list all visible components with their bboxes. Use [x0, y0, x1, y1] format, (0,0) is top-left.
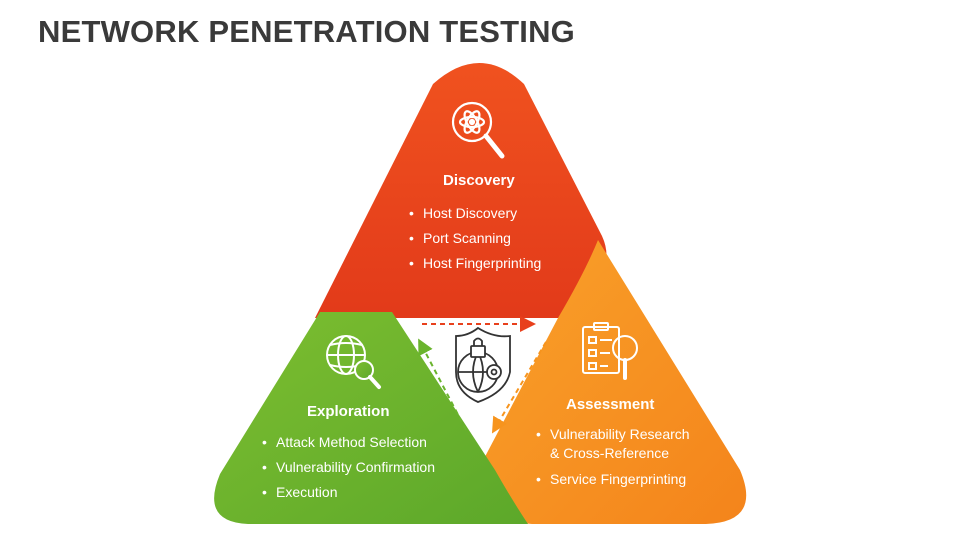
assessment-heading: Assessment	[566, 396, 655, 413]
discovery-list: Host Discovery Port Scanning Host Finger…	[409, 205, 541, 272]
discovery-item-host-fingerprinting: Host Fingerprinting	[409, 255, 541, 272]
shield-lock-globe-gear-icon	[455, 326, 511, 403]
page-title: NETWORK PENETRATION TESTING	[38, 14, 575, 49]
exploration-list: Attack Method Selection Vulnerability Co…	[262, 434, 435, 501]
checklist-magnifier-icon	[582, 322, 638, 380]
assessment-list: Vulnerability Research & Cross-Reference…	[536, 425, 690, 488]
discovery-item-host-discovery: Host Discovery	[409, 205, 541, 222]
exploration-item-execution: Execution	[262, 484, 435, 501]
exploration-heading: Exploration	[307, 403, 390, 420]
discovery-item-port-scanning: Port Scanning	[409, 230, 541, 247]
arrow-exploration-to-discovery	[418, 338, 467, 431]
globe-magnifier-icon	[326, 335, 381, 389]
assessment-item-service-fingerprinting: Service Fingerprinting	[536, 471, 690, 488]
magnifier-atom-icon	[451, 101, 505, 159]
exploration-item-vulnerability-confirmation: Vulnerability Confirmation	[262, 459, 435, 476]
discovery-segment	[315, 63, 607, 318]
discovery-heading: Discovery	[443, 172, 515, 189]
assessment-item-vulnerability-research: Vulnerability Research & Cross-Reference	[536, 425, 690, 463]
exploration-item-attack-method-selection: Attack Method Selection	[262, 434, 435, 451]
arrow-assessment-to-exploration	[491, 341, 547, 434]
